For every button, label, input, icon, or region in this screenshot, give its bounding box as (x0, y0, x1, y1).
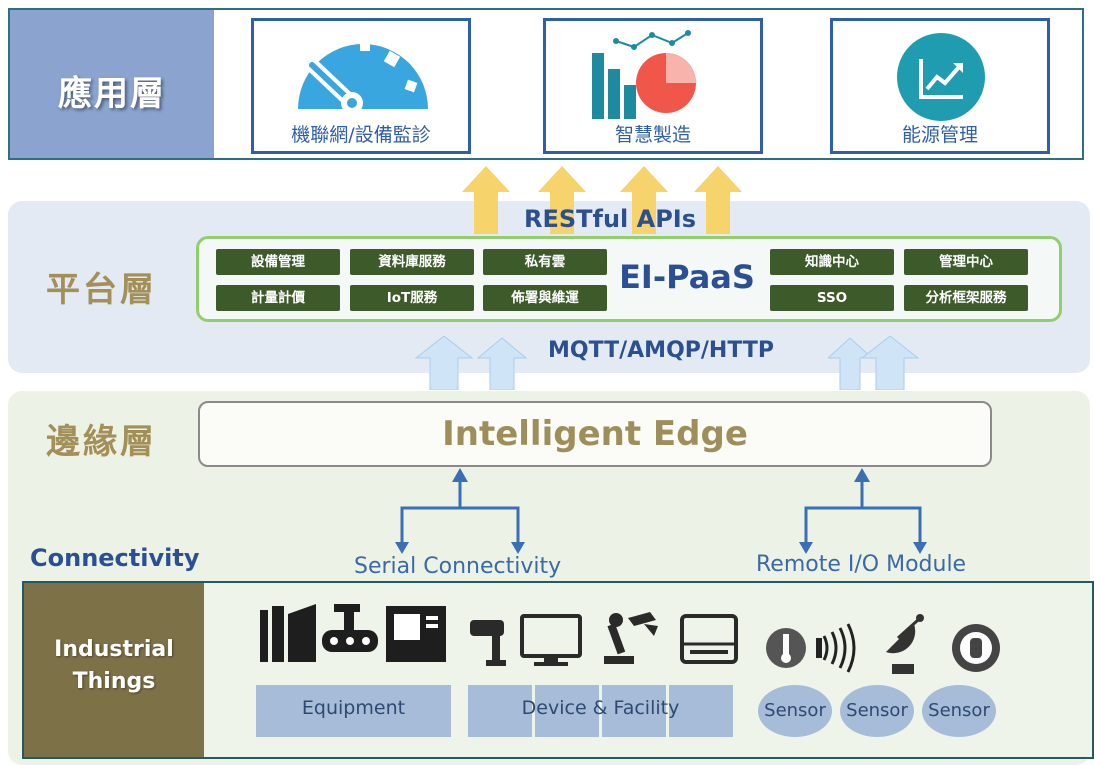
app-card-label: 機聯網/設備監診 (291, 124, 431, 146)
device-category-segment (669, 685, 733, 737)
bar-pie-chart-icon (592, 30, 696, 119)
protocol-label: MQTT/AMQP/HTTP (548, 338, 774, 363)
service-tile: IoT服務 (350, 285, 474, 311)
device-category-segment (535, 685, 599, 737)
equipment-label: Equipment (301, 697, 406, 719)
service-tile: SSO (770, 285, 894, 311)
ei-paas-label: EI-PaaS (619, 258, 755, 296)
sensor-icons (766, 614, 1000, 674)
service-tile: 佈署與維運 (483, 285, 607, 311)
equipment-category (256, 685, 451, 737)
service-tile: 設備管理 (216, 249, 340, 275)
api-up-arrows (462, 166, 742, 234)
application-layer-title: 應用層 (58, 74, 166, 114)
equipment-machines-icon (260, 604, 446, 662)
industrial-things-title-line2: Things (72, 669, 156, 694)
platform-layer-title: 平台層 (46, 270, 157, 310)
industrial-things-title-line1: Industrial (54, 637, 174, 662)
line-chart-icon (897, 33, 985, 121)
protocol-up-arrows-left (414, 336, 528, 390)
device-facility-icons (470, 612, 738, 666)
sensor-badge: Sensor (922, 685, 996, 737)
app-card-energy[interactable]: 能源管理 (830, 18, 1050, 154)
edge-layer-title: 邊緣層 (46, 422, 157, 462)
app-card-label: 能源管理 (901, 124, 978, 146)
protocol-up-arrows-right (828, 336, 920, 390)
connectivity-title: Connectivity (30, 544, 200, 572)
industrial-things-label-box (24, 583, 204, 757)
industrial-things-title: Industrial Things (24, 634, 204, 698)
service-tile: 計量計價 (216, 285, 340, 311)
device-facility-label: Device & Facility (521, 697, 680, 719)
service-tile: 知識中心 (770, 249, 894, 275)
restful-apis-label: RESTful APIs (523, 205, 697, 233)
device-category-segment (468, 685, 532, 737)
service-tile: 資料庫服務 (350, 249, 474, 275)
serial-connectivity-label: Serial Connectivity (354, 554, 562, 579)
application-layer-label-box (10, 10, 214, 158)
intelligent-edge-box: Intelligent Edge (198, 401, 992, 467)
sensor-badge: Sensor (758, 685, 832, 737)
app-card-label: 智慧製造 (614, 124, 691, 146)
sensor-badge: Sensor (840, 685, 914, 737)
service-tile: 分析框架服務 (904, 285, 1028, 311)
service-tile: 私有雲 (483, 249, 607, 275)
app-card-monitoring[interactable]: 機聯網/設備監診 (251, 18, 471, 154)
remote-io-label: Remote I/O Module (756, 552, 967, 577)
app-card-smart-manufacturing[interactable]: 智慧製造 (543, 18, 763, 154)
device-category-segment (602, 685, 666, 737)
dashboard-gauge-icon (298, 39, 428, 114)
service-tile: 管理中心 (904, 249, 1028, 275)
